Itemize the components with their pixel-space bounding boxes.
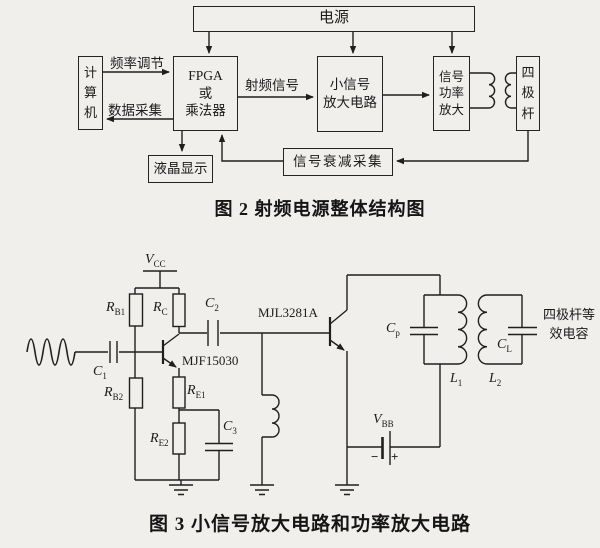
fig3-schematic: [26, 270, 537, 496]
block-signal-power-amp: 信号 功率 放大: [433, 56, 470, 131]
block-attenuation-label: 信号衰减采集: [293, 154, 383, 170]
label-rb2: RB2: [104, 385, 124, 402]
vcc-rail: [135, 270, 179, 289]
block-small-signal-amp: 小信号 放大电路: [317, 56, 383, 132]
figure2-caption: 图 2 射频电源整体结构图: [214, 199, 426, 219]
capacitor-cl: [508, 326, 537, 336]
edge-label-rf-signal: 射频信号: [245, 78, 299, 93]
resistor-rb1: [128, 293, 144, 327]
label-vbb: VBB: [373, 412, 394, 429]
label-cl: CL: [497, 337, 512, 354]
transformer-primary-coil: [488, 72, 496, 109]
edge-label-data-acquisition: 数据采集: [108, 103, 162, 118]
label-c1: C1: [93, 364, 107, 381]
resistor-rb2: [128, 377, 144, 409]
capacitor-c3: [205, 410, 233, 480]
label-l1: L1: [450, 371, 463, 388]
label-rb1: RB1: [106, 300, 126, 317]
block-power-amp-line3: 放大: [438, 102, 464, 117]
arrow-quadrupole-to-attenuation: [396, 131, 529, 165]
block-power-amp-line1: 信号: [438, 70, 464, 85]
sine-source: [26, 338, 76, 366]
label-quadrupole-equivalent-capacitance: 四极杆等 效电容: [542, 307, 595, 341]
inductor-l2: [477, 294, 488, 365]
transistor-q2-collector: [329, 275, 348, 325]
block-fpga-line3: 乘法器: [185, 103, 226, 119]
block-small-signal-line2: 放大电路: [323, 95, 377, 110]
block-lcd-label: 液晶显示: [153, 161, 208, 177]
resistor-re2: [172, 422, 186, 455]
transistor-q1-collector: [162, 333, 180, 347]
block-lcd-display: 液晶显示: [148, 155, 213, 183]
block-power-supply: 电源: [193, 6, 475, 32]
edge-label-frequency-adjust: 频率调节: [110, 56, 164, 71]
label-re2: RE2: [150, 431, 169, 448]
block-signal-attenuation: 信号衰减采集: [283, 148, 393, 176]
capacitor-c1: [109, 341, 118, 363]
block-computer: 计算机: [78, 56, 103, 130]
label-re1: RE1: [187, 383, 206, 400]
block-fpga-line2: 或: [198, 85, 213, 101]
label-cp: Cp: [386, 321, 400, 338]
block-small-signal-line1: 小信号: [329, 77, 371, 93]
ground-2: [250, 484, 274, 496]
label-c3: C3: [223, 419, 237, 436]
label-rc: RC: [153, 300, 168, 317]
block-power-supply-label: 电源: [318, 10, 349, 27]
block-quadrupole: 四极杆: [516, 56, 540, 131]
label-vcc: VCC: [145, 252, 166, 269]
choke-inductor: [271, 394, 280, 438]
label-c2: C2: [205, 296, 219, 313]
figure3-caption: 图 3 小信号放大电路和功率放大电路: [148, 514, 472, 535]
inductor-l1: [457, 294, 468, 365]
fig2-arrows: [103, 32, 529, 165]
transistor-q1-emitter: [162, 357, 177, 368]
label-l2: L2: [489, 371, 502, 388]
fig2-transformer: [470, 72, 516, 109]
block-fpga: FPGA 或 乘法器: [173, 56, 238, 131]
arrow-attenuation-to-fpga: [218, 134, 283, 162]
capacitor-cp: [410, 326, 438, 336]
battery-minus-sign: −: [371, 449, 379, 464]
battery-plus-sign: +: [391, 449, 399, 464]
tank1-frame: [423, 294, 458, 365]
resistor-re1: [172, 376, 186, 409]
transformer-secondary-coil: [504, 72, 512, 109]
label-transistor-q2: MJL3281A: [258, 305, 318, 320]
label-transistor-q1: MJF15030: [182, 353, 239, 368]
block-quadrupole-label: 四极杆: [521, 65, 535, 121]
tank2-frame: [487, 294, 523, 365]
block-fpga-line1: FPGA: [188, 68, 223, 84]
resistor-rc: [172, 293, 186, 328]
capacitor-c2: [207, 320, 219, 346]
transistor-q2-emitter: [329, 339, 345, 351]
block-power-amp-line2: 功率: [438, 86, 464, 101]
ground-3: [335, 484, 359, 496]
block-computer-label: 计算机: [83, 64, 97, 121]
ground-1: [169, 480, 193, 496]
